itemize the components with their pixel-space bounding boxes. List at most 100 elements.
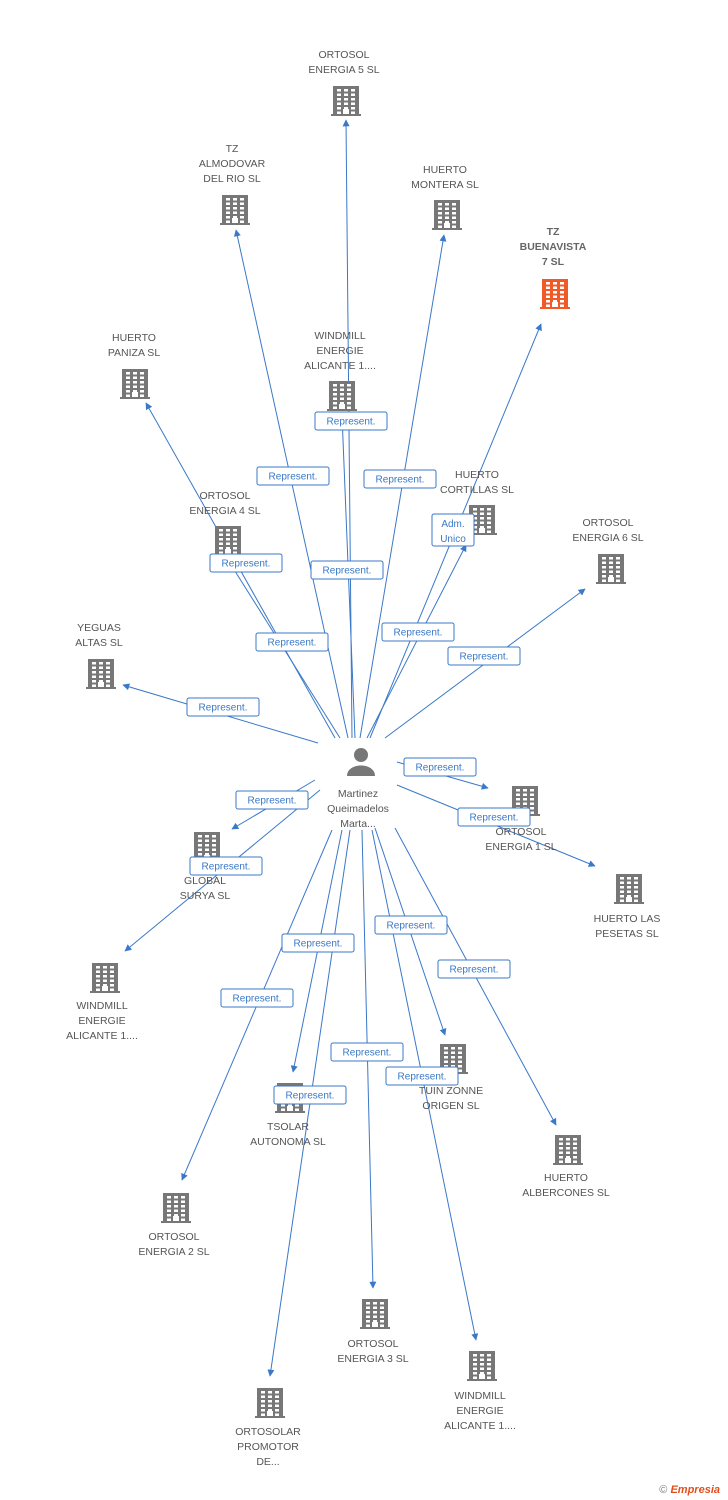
building-icon[interactable] xyxy=(331,86,361,116)
edge-label-text: Represent. xyxy=(294,939,343,950)
building-icon[interactable] xyxy=(360,1299,390,1329)
edge-label-text: Represent. xyxy=(327,417,376,428)
edge-label-n14[interactable]: Represent. xyxy=(189,856,263,876)
edge-label-text: Represent. xyxy=(343,1048,392,1059)
edge-label-n6[interactable]: Represent. xyxy=(310,560,384,580)
edge-label-text: Represent. xyxy=(416,763,465,774)
edge-label-n12[interactable]: Represent. xyxy=(235,790,309,810)
footer: © Empresia xyxy=(659,1484,720,1496)
edge-label-n16[interactable]: Represent. xyxy=(281,933,355,953)
edge-label-text: Unico xyxy=(440,534,466,545)
edge-label-n1[interactable]: Represent. xyxy=(314,411,388,431)
edge-label-text: Represent. xyxy=(387,921,436,932)
building-icon[interactable] xyxy=(213,526,243,556)
building-icon[interactable] xyxy=(220,195,250,225)
edge-label-text: Represent. xyxy=(323,566,372,577)
edge-label-text: Represent. xyxy=(286,1091,335,1102)
edge-label-text: Represent. xyxy=(398,1072,447,1083)
edge-label-text: Represent. xyxy=(233,994,282,1005)
edge-label-n13[interactable]: Represent. xyxy=(457,807,531,827)
building-icon[interactable] xyxy=(432,200,462,230)
edge-label-text: Represent. xyxy=(394,628,443,639)
edge-label-n10[interactable]: Represent. xyxy=(186,697,260,717)
building-icon[interactable] xyxy=(161,1193,191,1223)
edge-label-n2[interactable]: Represent. xyxy=(256,466,330,486)
edge-label-n7[interactable]: Represent. xyxy=(381,622,455,642)
edge-label-n3[interactable]: Represent. xyxy=(363,469,437,489)
building-icon[interactable] xyxy=(255,1388,285,1418)
edge-label-n18[interactable]: Represent. xyxy=(220,988,294,1008)
edge-label-n9[interactable]: Represent. xyxy=(447,646,521,666)
building-icon[interactable] xyxy=(540,279,570,309)
edge-label-n15[interactable]: Represent. xyxy=(374,915,448,935)
edge-label-text: Represent. xyxy=(470,813,519,824)
edge-label-text: Represent. xyxy=(268,638,317,649)
edge-label-text: Represent. xyxy=(202,862,251,873)
edge-label-n17[interactable]: Represent. xyxy=(437,959,511,979)
edge-label-n11[interactable]: Represent. xyxy=(403,757,477,777)
building-icon[interactable] xyxy=(553,1135,583,1165)
edge-label-n20[interactable]: Represent. xyxy=(385,1066,459,1086)
edge-label-n21[interactable]: Represent. xyxy=(273,1085,347,1105)
edge-label-n19[interactable]: Represent. xyxy=(330,1042,404,1062)
edge-label-text: Represent. xyxy=(248,796,297,807)
edge-label-text: Adm. xyxy=(441,519,464,530)
edge-label-text: Represent. xyxy=(199,703,248,714)
edge-label-n4[interactable]: Adm. Unico xyxy=(431,513,475,547)
building-icon[interactable] xyxy=(467,1351,497,1381)
edge-label-text: Represent. xyxy=(450,965,499,976)
copyright-symbol: © xyxy=(659,1484,668,1496)
building-icon[interactable] xyxy=(327,381,357,411)
person-icon[interactable] xyxy=(347,748,375,776)
building-icon[interactable] xyxy=(614,874,644,904)
building-icon[interactable] xyxy=(90,963,120,993)
edge-label-n8[interactable]: Represent. xyxy=(255,632,329,652)
edge-label-text: Represent. xyxy=(460,652,509,663)
building-icon[interactable] xyxy=(86,659,116,689)
brand-logo[interactable]: Empresia xyxy=(670,1484,720,1496)
building-icon[interactable] xyxy=(596,554,626,584)
edge-label-text: Represent. xyxy=(376,475,425,486)
building-icon[interactable] xyxy=(120,369,150,399)
edge-label-text: Represent. xyxy=(269,472,318,483)
edge-label-n5[interactable]: Represent. xyxy=(209,553,283,573)
